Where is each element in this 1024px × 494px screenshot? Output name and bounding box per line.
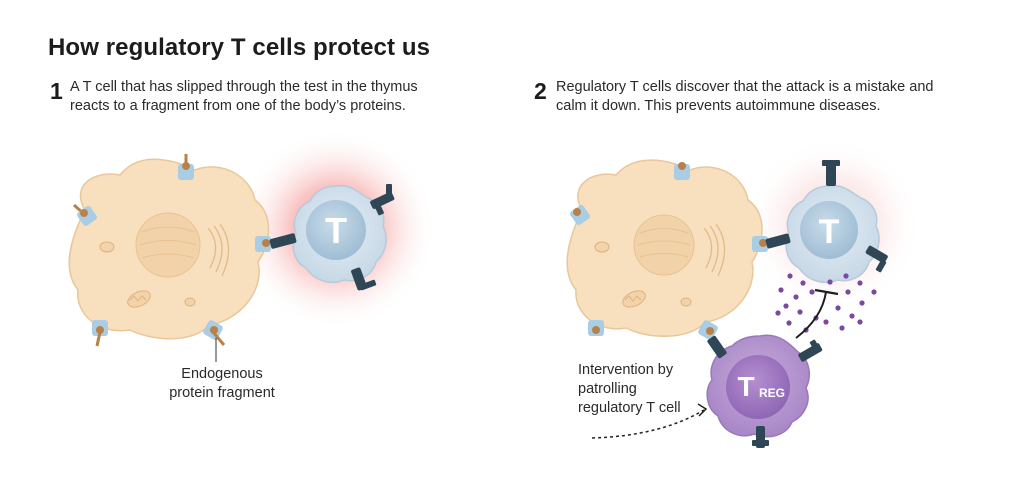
t-cell: T — [292, 185, 387, 284]
treg-tcr-right — [798, 339, 823, 362]
mhc-fragment-top-2 — [674, 162, 690, 180]
step-2-number: 2 — [534, 78, 547, 104]
intervention-label: Intervention by patrolling regulatory T … — [578, 361, 681, 418]
tcr-engaged — [269, 233, 297, 249]
treg-tcr-bottom — [752, 426, 769, 448]
tcr-engaged-2 — [765, 233, 791, 249]
body-cell — [68, 158, 270, 340]
fragment-label-line-1: Endogenous — [181, 366, 263, 382]
treg-letter: T — [737, 371, 754, 402]
t-cell-2: T — [785, 185, 880, 284]
cytokine-dots — [775, 273, 877, 333]
inhibition-bar — [814, 288, 839, 296]
mhc-fragment-top — [178, 154, 194, 180]
mhc-fragment-left — [72, 203, 97, 226]
treg-cell: T REG — [706, 334, 811, 438]
fragment-label: Endogenous protein fragment — [158, 365, 286, 403]
t-cell-letter: T — [325, 210, 347, 251]
tcr-top-2 — [822, 160, 840, 186]
step-1-line-1: A T cell that has slipped through the te… — [70, 79, 418, 95]
intervention-label-line-1: Intervention by — [578, 362, 674, 378]
treg-tcr-engaged — [707, 335, 727, 359]
mhc-engaged-treg — [698, 320, 718, 340]
mhc-fragment-bottom-left-2 — [588, 320, 604, 336]
step-2-line-2: calm it down. This prevents autoimmune d… — [556, 98, 881, 114]
tcr-right-2 — [865, 245, 888, 273]
intervention-label-line-2: patrolling — [578, 381, 637, 397]
inhibition-arrow — [795, 291, 827, 339]
page-title: How regulatory T cells protect us — [48, 34, 431, 61]
body-cell-2 — [566, 159, 763, 337]
mhc-engaged-t-2 — [752, 236, 768, 252]
mhc-fragment-bottom-left — [92, 320, 108, 347]
mhc-fragment-left-2 — [570, 205, 590, 225]
step-1-number: 1 — [50, 78, 63, 104]
tcr-top-right — [370, 184, 395, 216]
step-1-line-2: reacts to a fragment from one of the bod… — [70, 98, 406, 114]
step-1-description: A T cell that has slipped through the te… — [70, 78, 418, 116]
treg-subscript: REG — [759, 386, 785, 400]
fragment-label-line-2: protein fragment — [169, 385, 275, 401]
step-2-line-1: Regulatory T cells discover that the att… — [556, 79, 934, 95]
tcr-bottom — [351, 267, 377, 291]
intervention-label-line-3: regulatory T cell — [578, 400, 681, 416]
panel-2: T — [566, 137, 921, 448]
mhc-engaged — [255, 236, 271, 252]
panel-1: T — [68, 129, 436, 362]
patrol-arrowhead — [697, 403, 708, 417]
mhc-fragment-bottom — [203, 320, 226, 346]
t-cell-2-letter: T — [819, 213, 840, 251]
step-2-description: Regulatory T cells discover that the att… — [556, 78, 933, 116]
patrol-arrow — [591, 409, 705, 439]
